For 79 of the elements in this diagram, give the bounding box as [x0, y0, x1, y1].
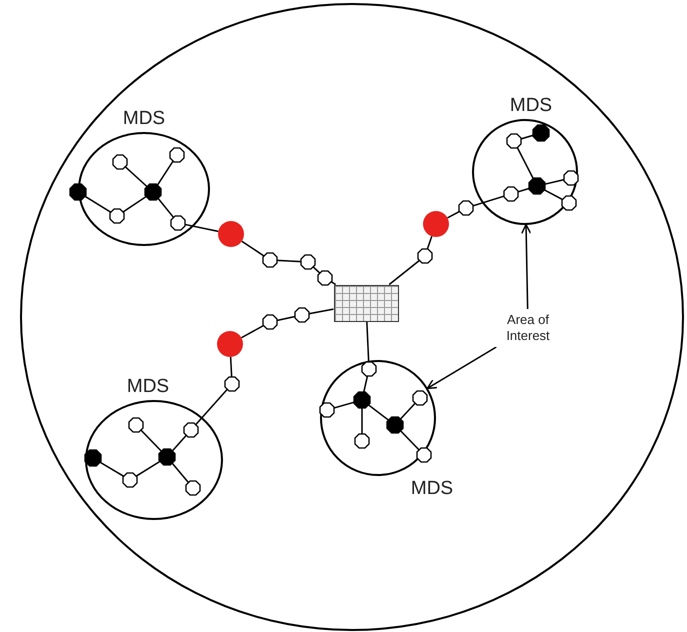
link-line — [136, 460, 161, 477]
link-line — [388, 260, 420, 286]
relay-node — [217, 331, 243, 357]
link-line — [516, 146, 534, 180]
link-line — [544, 178, 564, 185]
link-line — [122, 196, 147, 213]
sensor-node — [301, 255, 315, 269]
link-line — [156, 160, 174, 186]
sensor-node — [225, 377, 239, 391]
link-line — [84, 196, 112, 213]
cluster-head-node — [529, 178, 545, 194]
link-line — [195, 388, 228, 426]
network-boundary — [20, 3, 684, 631]
sensor-node — [263, 315, 277, 329]
link-line — [366, 321, 370, 362]
link-line — [172, 462, 190, 484]
link-line — [140, 430, 162, 452]
cluster-head-node — [387, 417, 403, 433]
link-line — [472, 195, 505, 207]
link-line — [447, 210, 460, 219]
link-line — [124, 166, 148, 188]
link-line — [400, 402, 416, 420]
sensor-node — [186, 481, 200, 495]
sensor-node — [507, 134, 521, 148]
sensor-node — [263, 253, 277, 267]
sensor-node — [418, 249, 432, 263]
sensor-node — [564, 171, 578, 185]
sensor-node — [170, 148, 184, 162]
link-line — [276, 316, 296, 322]
link-line — [172, 434, 187, 452]
cluster-head-node — [354, 392, 370, 408]
link-line — [308, 308, 334, 314]
relay-node — [218, 221, 244, 247]
sensor-node — [320, 403, 334, 417]
link-line — [100, 461, 124, 478]
base-station — [334, 284, 398, 322]
arrow — [520, 224, 532, 310]
link-line — [241, 240, 265, 257]
link-line — [334, 401, 355, 409]
relay-node — [423, 211, 449, 237]
link-line — [276, 260, 302, 262]
sensor-node — [355, 434, 369, 448]
cluster-head-node — [533, 125, 549, 141]
link-line — [400, 430, 420, 450]
sensor-node — [123, 473, 137, 487]
sensor-node — [413, 391, 427, 405]
sensor-node — [562, 196, 576, 210]
sensor-node — [459, 201, 473, 215]
sensor-node — [129, 418, 143, 432]
sensor-node — [504, 187, 518, 201]
sensor-node — [171, 216, 185, 230]
link-line — [312, 266, 320, 274]
link-line — [184, 224, 218, 232]
arrow — [426, 346, 497, 390]
sensor-node — [362, 362, 376, 376]
cluster-head-node — [145, 184, 161, 200]
cluster-label: MDS — [126, 376, 170, 398]
cluster-head-node — [159, 449, 175, 465]
link-line — [544, 189, 564, 200]
sensor-node — [184, 423, 198, 437]
cluster-label: MDS — [410, 478, 454, 500]
sensor-node — [295, 308, 309, 322]
cluster-label: MDS — [510, 95, 552, 117]
sensor-node — [110, 209, 124, 223]
link-line — [426, 236, 432, 250]
link-line — [361, 408, 363, 434]
cluster-head-node — [70, 184, 86, 200]
sensor-node — [113, 155, 127, 169]
link-line — [520, 134, 534, 140]
link-line — [230, 356, 232, 378]
link-line — [241, 324, 264, 338]
link-line — [368, 404, 390, 421]
cluster-head-node — [85, 450, 101, 466]
cluster-label: MDS — [122, 108, 166, 130]
link-line — [363, 376, 368, 392]
link-line — [517, 188, 530, 193]
sensor-node — [318, 271, 332, 285]
link-line — [157, 198, 174, 218]
sensor-node — [417, 448, 431, 462]
